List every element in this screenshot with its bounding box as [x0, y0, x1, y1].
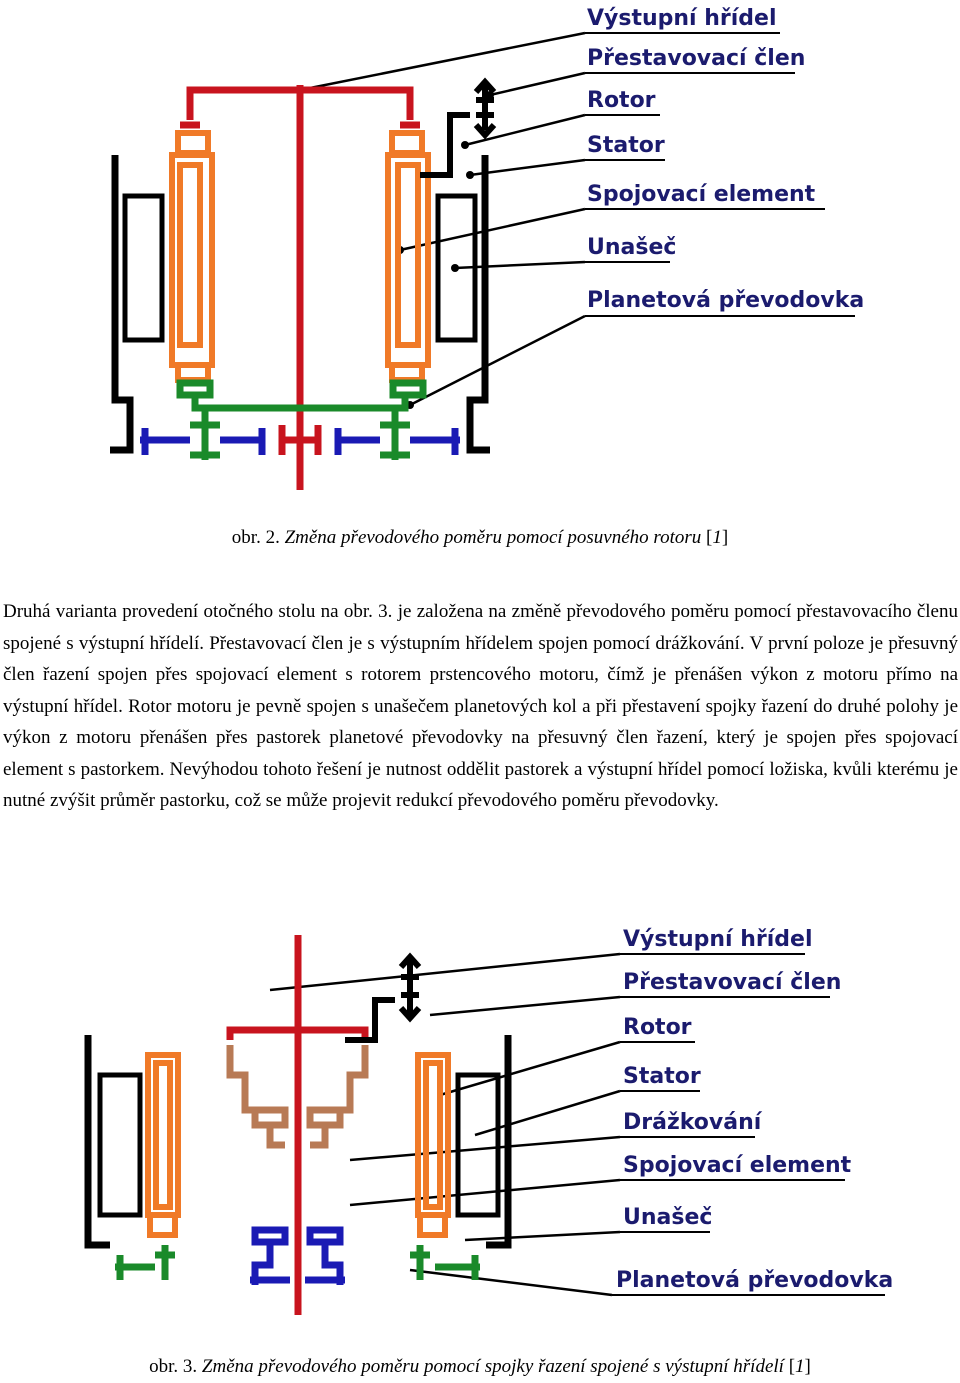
figure-1-diagram: Výstupní hřídel Přestavovací člen Rotor … — [110, 6, 864, 490]
fig1-label-unasec: Unašeč — [587, 235, 676, 260]
fig2-underlines — [612, 953, 885, 1296]
fig2-label-rotor: Rotor — [623, 1015, 692, 1040]
fig1-output-shaft — [180, 85, 420, 490]
fig2-planet-carrier — [115, 1245, 480, 1280]
fig1-label-list: Výstupní hřídel Přestavovací člen Rotor … — [587, 6, 864, 313]
figure-1-caption-text: Změna převodového poměru pomocí posuvnéh… — [284, 527, 702, 548]
figure-2-ref-num: 1 — [795, 1356, 805, 1377]
figure-1-ref-close: ] — [721, 527, 729, 548]
figure-2-diagram: Výstupní hřídel Přestavovací člen Rotor … — [84, 927, 893, 1315]
figure-2-caption: obr. 3. Změna převodového poměru pomocí … — [0, 1356, 960, 1378]
fig1-label-spojovaci-element: Spojovací element — [587, 182, 816, 207]
fig2-label-prestavovaci-clen: Přestavovací člen — [623, 970, 841, 995]
fig1-underlines — [585, 32, 855, 317]
figure-2-ref-open: [ — [788, 1356, 796, 1377]
fig2-planetary-gear — [250, 1226, 345, 1285]
fig2-rotor — [145, 1052, 451, 1238]
fig2-label-planetova-prevodovka: Planetová převodovka — [616, 1268, 893, 1293]
fig1-stator — [110, 155, 490, 454]
fig2-label-unasec: Unašeč — [623, 1205, 712, 1230]
fig1-label-rotor: Rotor — [587, 88, 656, 113]
fig2-label-vystupni-hridel: Výstupní hřídel — [623, 927, 813, 952]
fig1-label-vystupni-hridel: Výstupní hřídel — [587, 6, 777, 31]
fig1-leader-lines — [299, 31, 586, 407]
fig1-label-stator: Stator — [587, 133, 665, 158]
fig2-label-stator: Stator — [623, 1064, 701, 1089]
figure-1-ref-num: 1 — [712, 527, 722, 548]
body-paragraph: Druhá varianta provedení otočného stolu … — [3, 601, 958, 811]
figure-2-ref-close: ] — [804, 1356, 811, 1377]
fig2-output-shaft — [226, 935, 369, 1315]
fig2-leader-lines — [269, 952, 621, 1297]
fig1-label-planetova-prevodovka: Planetová převodovka — [587, 288, 864, 313]
fig2-spline — [226, 1045, 369, 1149]
fig1-rotor — [169, 130, 431, 383]
figure-1-caption: obr. 2. Změna převodového poměru pomocí … — [0, 527, 960, 549]
figure-2-caption-text: Změna převodového poměru pomocí spojky ř… — [201, 1356, 784, 1377]
figure-1-ref-open: [ — [706, 527, 713, 548]
fig2-label-spojovaci-element: Spojovací element — [623, 1153, 852, 1178]
fig2-stator — [84, 1035, 512, 1249]
fig2-shift-member — [345, 952, 422, 1043]
fig1-planetary-gear — [140, 428, 460, 455]
fig2-label-drazkovani: Drážkování — [623, 1110, 763, 1135]
fig1-shift-member — [420, 77, 497, 178]
figure-2-number: obr. 3. — [149, 1356, 198, 1377]
fig1-planet-carrier — [176, 379, 427, 460]
fig1-label-prestavovaci-clen: Přestavovací člen — [587, 46, 805, 71]
figure-1-number: obr. 2. — [231, 527, 280, 548]
fig2-label-list: Výstupní hřídel Přestavovací člen Rotor … — [616, 927, 893, 1293]
